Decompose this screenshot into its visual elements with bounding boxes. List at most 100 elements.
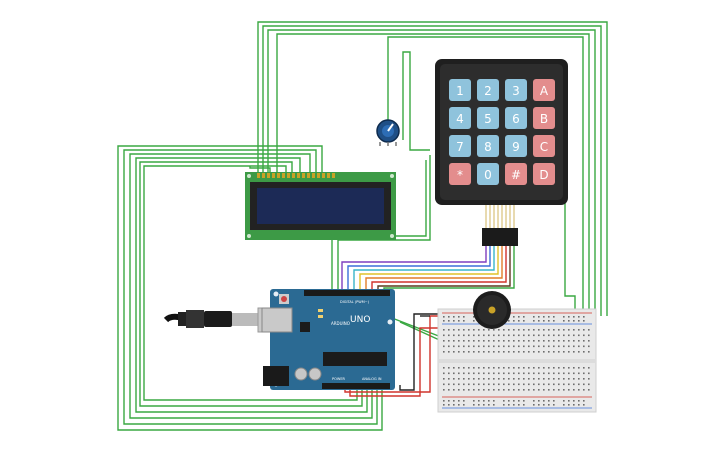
breadboard-hole [478, 340, 480, 342]
lcd-pin [262, 173, 265, 178]
breadboard-hole [468, 345, 470, 348]
breadboard-hole [543, 372, 545, 375]
breadboard-hole [473, 367, 475, 369]
breadboard-hole [453, 334, 455, 337]
breadboard-hole [483, 400, 485, 402]
arduino-uno[interactable]: UNO ARDUINO DIGITAL (PWM~) POWER ANALOG … [261, 289, 395, 390]
breadboard-hole [473, 340, 475, 342]
keypad-key-B[interactable] [533, 107, 555, 129]
breadboard-hole [588, 378, 590, 380]
keypad-key-1[interactable] [449, 79, 471, 101]
breadboard-hole [458, 351, 460, 353]
breadboard-hole [468, 340, 470, 342]
breadboard-hole [553, 372, 555, 375]
breadboard-hole [518, 334, 520, 337]
breadboard-hole [463, 383, 465, 386]
breadboard-hole [533, 404, 535, 406]
breadboard-hole [588, 372, 590, 375]
breadboard-hole [498, 351, 500, 353]
breadboard-hole [538, 351, 540, 353]
breadboard-hole [558, 334, 560, 337]
keypad-key-9[interactable] [505, 135, 527, 157]
breadboard-hole [463, 351, 465, 353]
lcd-pins [257, 173, 335, 178]
breadboard-hole [528, 372, 530, 375]
keypad-key-D[interactable] [533, 163, 555, 185]
breadboard-hole [528, 389, 530, 391]
breadboard-hole [563, 372, 565, 375]
keypad-key-label: 1 [456, 84, 464, 98]
breadboard-hole [563, 389, 565, 391]
breadboard-hole [478, 351, 480, 353]
breadboard-hole [508, 340, 510, 342]
breadboard-hole [568, 351, 570, 353]
breadboard-hole [473, 378, 475, 380]
breadboard-hole [513, 316, 515, 318]
breadboard-hole [443, 400, 445, 402]
breadboard-hole [448, 378, 450, 380]
breadboard-hole [568, 345, 570, 348]
breadboard-hole [483, 372, 485, 375]
piezo-buzzer[interactable] [473, 291, 511, 329]
keypad-key-8[interactable] [477, 135, 499, 157]
breadboard-hole [533, 351, 535, 353]
breadboard-hole [448, 345, 450, 348]
breadboard-hole [533, 383, 535, 386]
lcd-pin [297, 173, 300, 178]
breadboard-hole [548, 400, 550, 402]
lcd-pin [257, 173, 260, 178]
keypad-key-C[interactable] [533, 135, 555, 157]
keypad-key-4[interactable] [449, 107, 471, 129]
keypad-key-6[interactable] [505, 107, 527, 129]
breadboard-hole [508, 389, 510, 391]
breadboard-hole [478, 383, 480, 386]
breadboard-hole [463, 316, 465, 318]
breadboard-hole [573, 351, 575, 353]
breadboard-hole [543, 320, 545, 322]
keypad-key-0[interactable] [477, 163, 499, 185]
breadboard-hole [508, 404, 510, 406]
keypad-key-7[interactable] [449, 135, 471, 157]
breadboard-hole [543, 329, 545, 331]
breadboard-hole [568, 400, 570, 402]
breadboard-hole [528, 367, 530, 369]
breadboard-hole [578, 383, 580, 386]
breadboard-hole [483, 334, 485, 337]
keypad-key-3[interactable] [505, 79, 527, 101]
lcd-display[interactable] [245, 172, 396, 240]
keypad-key-*[interactable] [449, 163, 471, 185]
breadboard-hole [453, 378, 455, 380]
breadboard-hole [448, 316, 450, 318]
breadboard-hole [488, 340, 490, 342]
breadboard-hole [483, 378, 485, 380]
keypad-key-label: 0 [484, 168, 492, 182]
keypad-key-2[interactable] [477, 79, 499, 101]
keypad-key-5[interactable] [477, 107, 499, 129]
breadboard-hole [548, 334, 550, 337]
breadboard-hole [508, 400, 510, 402]
keypad-key-A[interactable] [533, 79, 555, 101]
breadboard-hole [513, 400, 515, 402]
potentiometer[interactable] [376, 119, 400, 146]
breadboard-hole [548, 367, 550, 369]
keypad-key-#[interactable] [505, 163, 527, 185]
breadboard-hole [548, 340, 550, 342]
breadboard-hole [538, 367, 540, 369]
breadboard-hole [538, 320, 540, 322]
breadboard-hole [443, 389, 445, 391]
breadboard-hole [553, 400, 555, 402]
breadboard-hole [578, 316, 580, 318]
breadboard-hole [578, 351, 580, 353]
breadboard[interactable] [437, 308, 597, 413]
breadboard-hole [508, 383, 510, 386]
breadboard-hole [493, 329, 495, 331]
breadboard-hole [478, 372, 480, 375]
breadboard-hole [533, 389, 535, 391]
keypad-key-label: C [540, 140, 548, 154]
breadboard-hole [583, 340, 585, 342]
breadboard-hole [478, 334, 480, 337]
breadboard-hole [578, 372, 580, 375]
breadboard-hole [583, 400, 585, 402]
